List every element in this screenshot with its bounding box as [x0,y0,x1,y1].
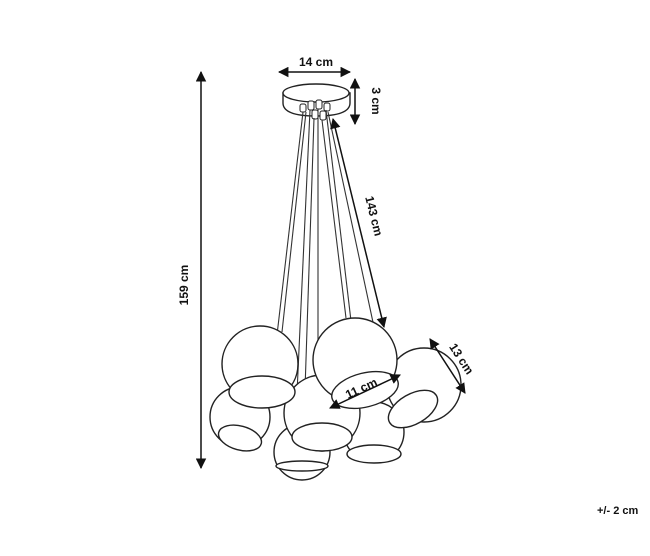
glass-shade [221,325,299,409]
canopy-height-label: 3 cm [369,87,383,114]
canopy-width-dimension: 14 cm [277,55,352,78]
canopy-width-label: 14 cm [299,55,333,69]
cable-length-dimension: 143 cm [330,117,387,329]
tolerance-note: +/- 2 cm [597,505,638,517]
canopy-height-dimension: 3 cm [349,77,383,126]
total-height-label: 159 cm [177,265,191,306]
cable-length-label: 143 cm [362,195,385,238]
total-height-dimension: 159 cm [177,70,207,470]
cable-connectors [299,99,331,121]
